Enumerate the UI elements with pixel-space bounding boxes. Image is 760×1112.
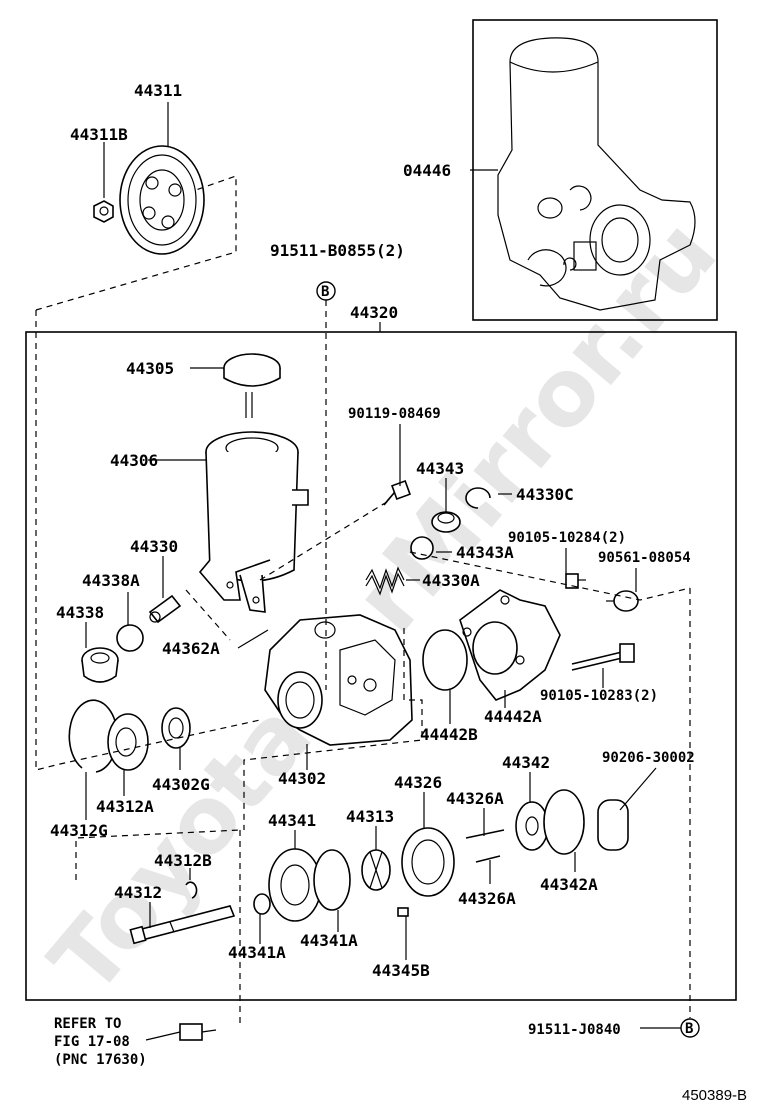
pin-90561-part [606, 590, 639, 612]
pin-44326A-top-part [465, 829, 505, 839]
callout-b-top: B [316, 281, 336, 301]
o-ring-44341A-left-part [253, 893, 271, 915]
label-44330: 44330 [130, 537, 178, 556]
label-44320: 44320 [350, 303, 398, 322]
label-44306: 44306 [110, 451, 158, 470]
label-90561-08054: 90561-08054 [598, 550, 691, 566]
diagram-code: 450389-B [682, 1087, 747, 1104]
rear-cover-44442A-part [459, 589, 561, 701]
label-44330C: 44330C [516, 485, 574, 504]
key-44345B-part [397, 907, 409, 917]
label-44338: 44338 [56, 603, 104, 622]
reservoir-cap-part [223, 353, 281, 418]
bolt-90105-10284-part [565, 573, 586, 589]
o-ring-44338A-part [116, 624, 144, 652]
label-90206-30002: 90206-30002 [602, 750, 695, 766]
label-44326A-bottom: 44326A [458, 889, 516, 908]
snap-ring-44330C-part [465, 487, 491, 509]
label-44312B: 44312B [154, 851, 212, 870]
label-90119-08469: 90119-08469 [348, 406, 441, 422]
bolt-90105-10283-part [571, 643, 635, 671]
label-44312A: 44312A [96, 797, 154, 816]
flow-control-valve-44330-part [148, 594, 182, 624]
label-44311B: 44311B [70, 125, 128, 144]
refer-note-line2: FIG 17-08 [54, 1034, 130, 1050]
ball-44343A-part [410, 536, 434, 560]
gasket-44442B-part [422, 629, 468, 691]
label-44342: 44342 [502, 753, 550, 772]
label-90105-10283: 90105-10283(2) [540, 688, 658, 704]
pin-44326A-bottom-part [475, 855, 501, 863]
pulley-part [119, 145, 205, 255]
label-44338A: 44338A [82, 571, 140, 590]
label-44311: 44311 [134, 81, 182, 100]
label-44302G: 44302G [152, 775, 210, 794]
external-connector-part [179, 1023, 217, 1041]
pump-body-44302-part [264, 614, 413, 746]
refer-note-line1: REFER TO [54, 1016, 121, 1032]
pulley-nut-part [93, 200, 114, 223]
svg-text:B: B [685, 1021, 693, 1037]
o-ring-44341A-right-part [313, 849, 351, 911]
part-44343 [431, 511, 461, 533]
label-44341A-right: 44341A [300, 931, 358, 950]
label-44330A: 44330A [422, 571, 480, 590]
label-44341A-left: 44341A [228, 943, 286, 962]
rotor-44313-part [361, 849, 391, 891]
reservoir-tank-part [198, 431, 309, 613]
pump-assembly-frame [25, 331, 737, 1001]
clip-44312B-part [185, 881, 198, 899]
label-44343: 44343 [416, 459, 464, 478]
label-44312G: 44312G [50, 821, 108, 840]
seal-44302G-part [161, 707, 191, 749]
bearing-44312A-part [107, 713, 149, 771]
label-44343A: 44343A [456, 543, 514, 562]
label-91511-J0840: 91511-J0840 [528, 1022, 621, 1038]
callout-b-bottom: B [680, 1018, 700, 1038]
label-44302: 44302 [278, 769, 326, 788]
pump-assembly-sketch [497, 37, 696, 311]
plug-44338-part [81, 647, 119, 683]
gasket-90206-part [597, 799, 629, 851]
spring-44330A-part [365, 566, 405, 596]
label-90105-10284: 90105-10284(2) [508, 530, 626, 546]
label-44312: 44312 [114, 883, 162, 902]
label-44342A: 44342A [540, 875, 598, 894]
label-91511-B0855: 91511-B0855(2) [270, 241, 405, 260]
o-ring-44342A-part [543, 789, 585, 855]
refer-note-line3: (PNC 17630) [54, 1052, 147, 1068]
front-plate-44341-part [268, 848, 322, 922]
label-44442B: 44442B [420, 725, 478, 744]
label-44305: 44305 [126, 359, 174, 378]
label-44442A: 44442A [484, 707, 542, 726]
label-44326A-top: 44326A [446, 789, 504, 808]
svg-text:B: B [321, 284, 329, 300]
label-04446: 04446 [403, 161, 451, 180]
label-44362A: 44362A [162, 639, 220, 658]
cam-ring-44326-part [401, 827, 455, 897]
shaft-44312-part [129, 905, 236, 945]
label-44345B: 44345B [372, 961, 430, 980]
label-44341: 44341 [268, 811, 316, 830]
side-plate-44342-part [515, 801, 549, 851]
label-44313: 44313 [346, 807, 394, 826]
label-44326: 44326 [394, 773, 442, 792]
